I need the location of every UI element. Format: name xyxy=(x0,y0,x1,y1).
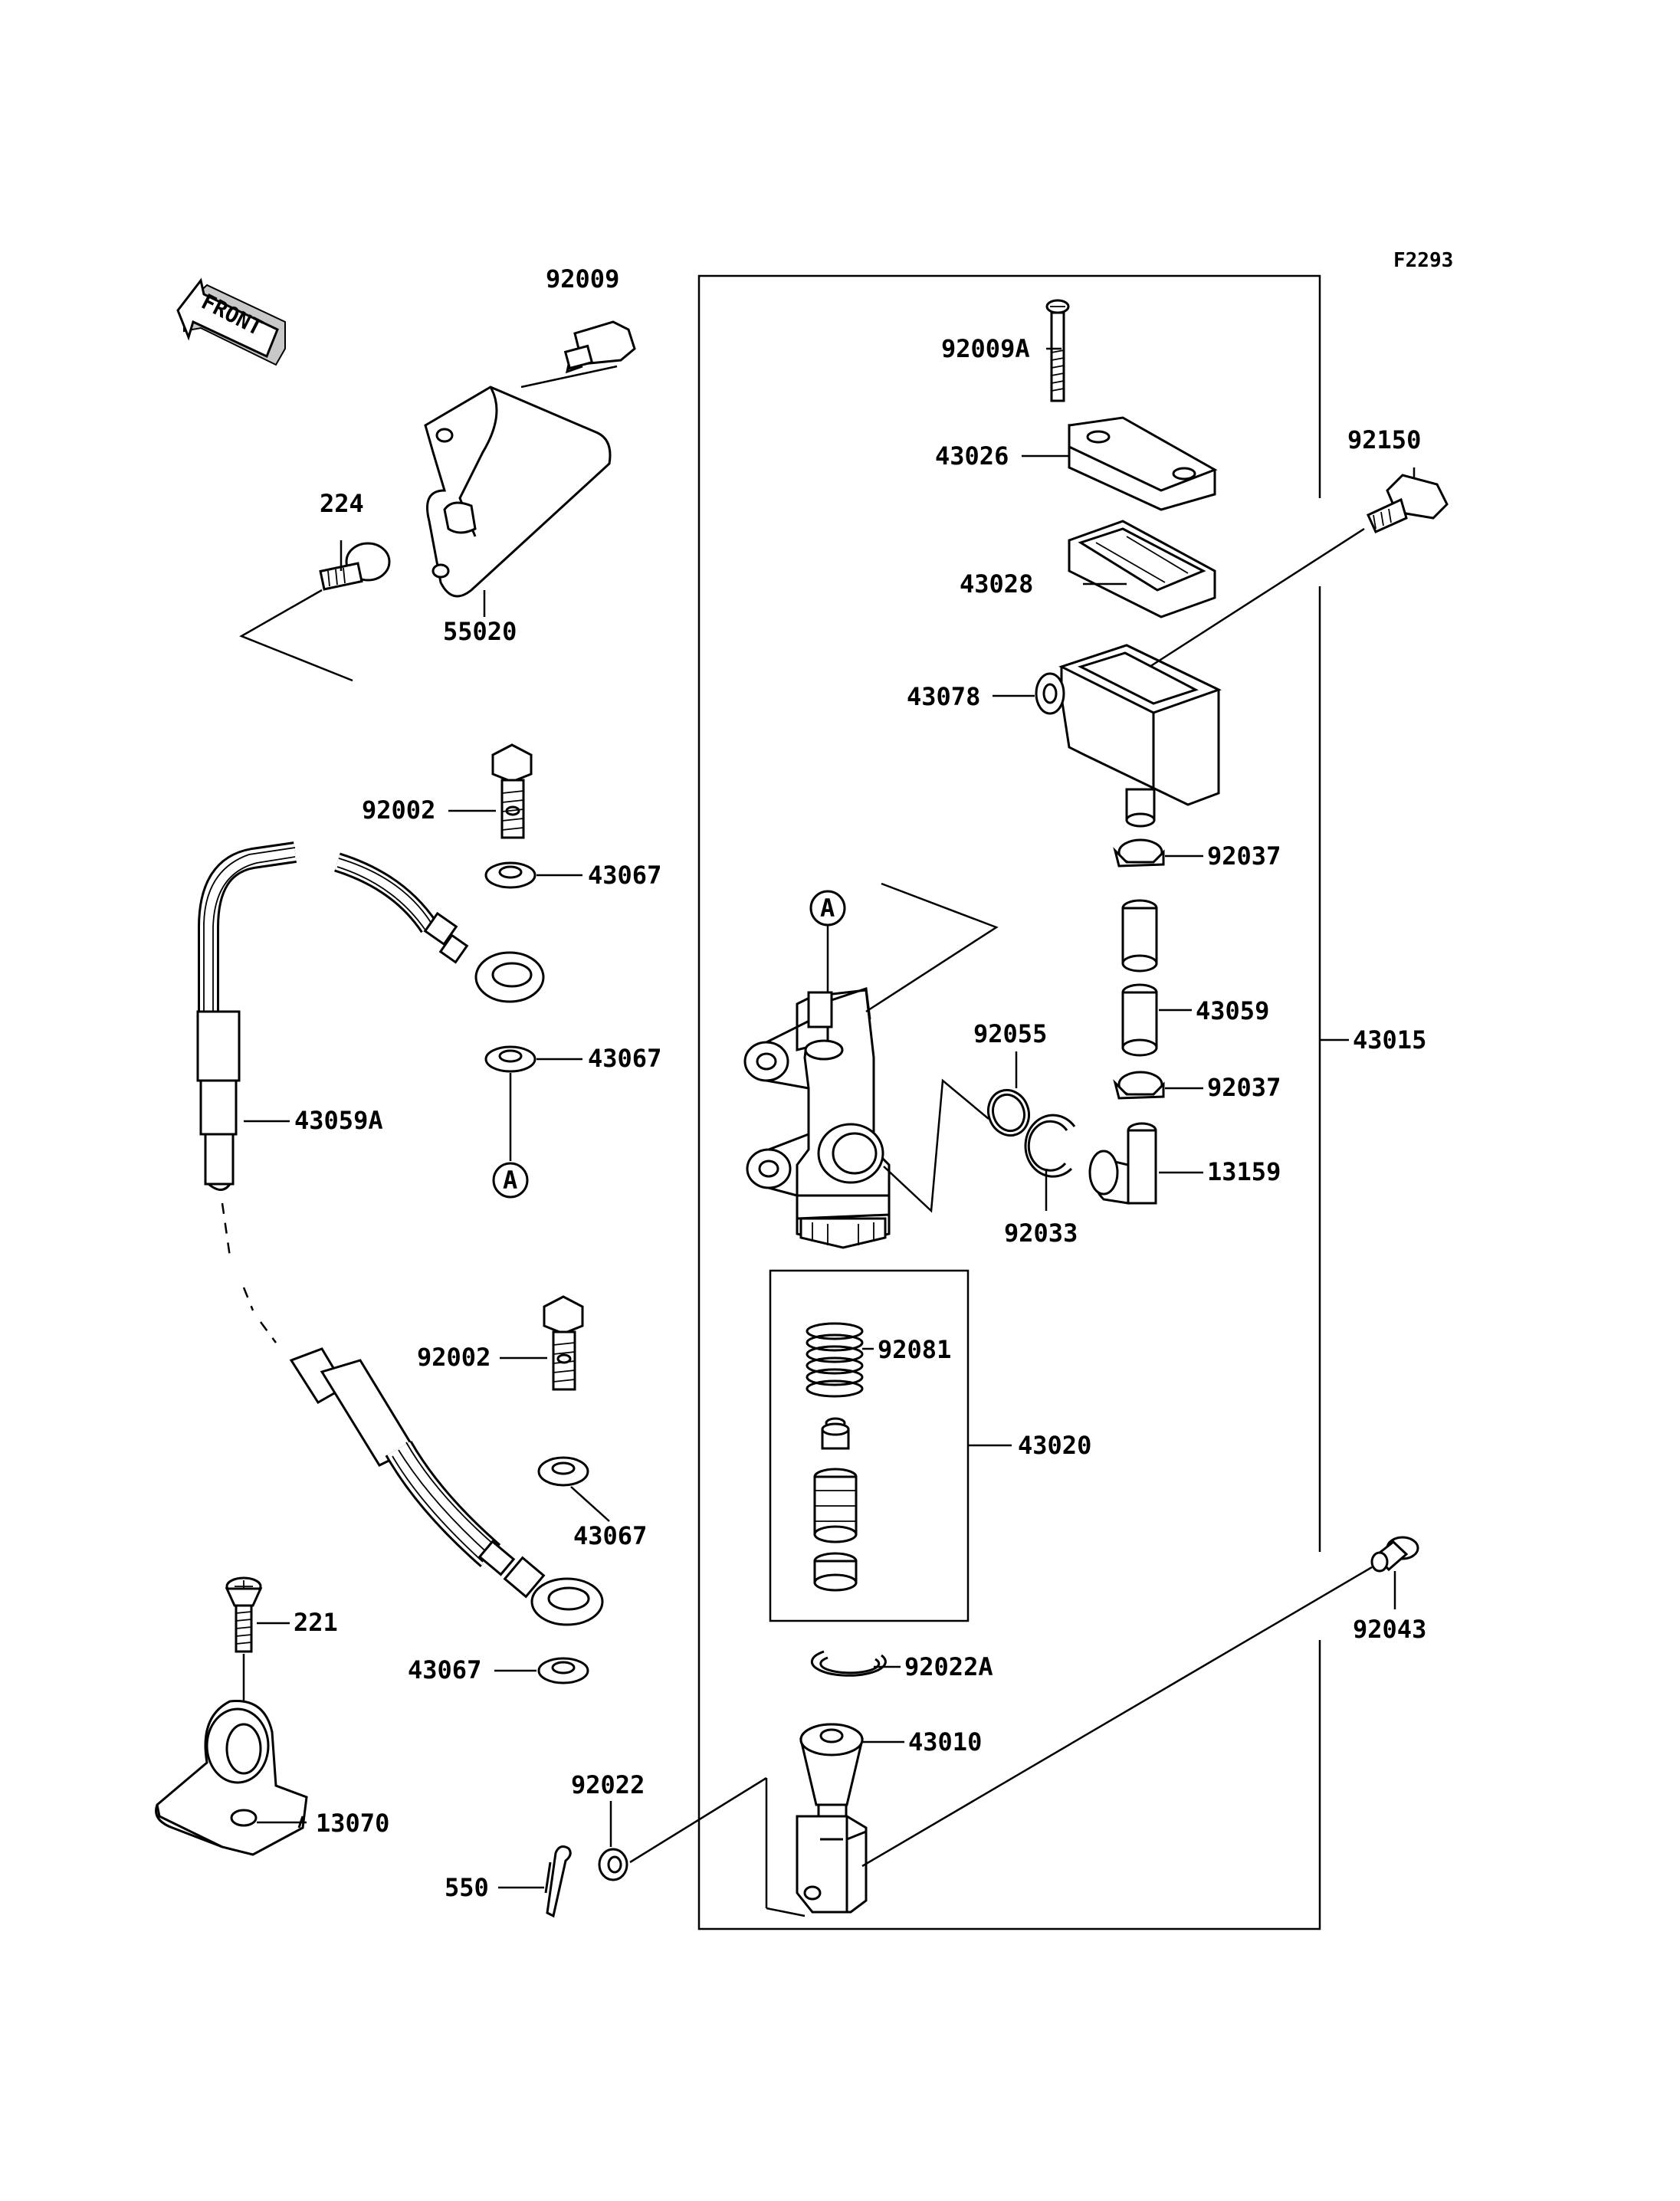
o-ring-92055 xyxy=(987,1088,1030,1137)
diaphragm-43028 xyxy=(1068,520,1216,618)
mount-13070 xyxy=(155,1700,308,1856)
circlip-92022A xyxy=(810,1650,887,1677)
tube-43059 xyxy=(1121,899,1158,1057)
label-92055: 92055 xyxy=(973,1019,1047,1048)
circlip-92033 xyxy=(1024,1114,1076,1178)
label-92009: 92009 xyxy=(546,264,619,294)
assembly-frame-43015 xyxy=(697,274,1349,1930)
label-92022A: 92022A xyxy=(904,1652,993,1681)
label-43010: 43010 xyxy=(908,1727,982,1757)
brake-hose-lower xyxy=(289,1347,604,1626)
subassembly-frame-43020 xyxy=(769,1269,970,1622)
clamp-92037-b xyxy=(1113,1071,1165,1100)
ref-a-circle-left xyxy=(492,1162,529,1199)
washer-43067-c xyxy=(537,1456,589,1487)
label-92033: 92033 xyxy=(1004,1219,1078,1248)
bolt-224 xyxy=(319,542,391,591)
label-43015: 43015 xyxy=(1353,1025,1426,1055)
label-92022: 92022 xyxy=(571,1770,645,1799)
pin-92043 xyxy=(1370,1536,1419,1573)
reservoir-43078 xyxy=(1035,644,1222,828)
label-43028: 43028 xyxy=(960,569,1033,599)
label-43067-b: 43067 xyxy=(588,1044,661,1073)
clamp-92037-a xyxy=(1113,838,1165,868)
pushrod-43010 xyxy=(796,1723,868,1914)
screw-92009A xyxy=(1045,299,1070,402)
label-224: 224 xyxy=(320,489,364,518)
cotter-pin-550 xyxy=(544,1845,572,1918)
bolt-92150 xyxy=(1367,474,1449,533)
label-92037-b: 92037 xyxy=(1207,1073,1281,1102)
bolt-92009 xyxy=(563,320,636,374)
brake-hose-43059A xyxy=(196,841,545,1191)
cap-43026 xyxy=(1068,416,1218,511)
label-221: 221 xyxy=(294,1608,338,1637)
ref-a-circle-right xyxy=(809,890,846,927)
washer-92022 xyxy=(598,1848,628,1881)
master-cylinder-body xyxy=(743,986,891,1249)
banjo-bolt-92002-top xyxy=(491,743,533,839)
label-43059: 43059 xyxy=(1196,996,1269,1025)
label-13070: 13070 xyxy=(316,1809,389,1838)
front-arrow-icon: FRONT xyxy=(176,277,286,366)
label-43026: 43026 xyxy=(935,441,1009,471)
label-43067-a: 43067 xyxy=(588,861,661,890)
piston-parts-43020 xyxy=(813,1417,858,1592)
label-92081: 92081 xyxy=(878,1335,951,1364)
ref-a-right: A xyxy=(820,894,835,923)
label-92002-top: 92002 xyxy=(362,795,435,825)
screw-221 xyxy=(225,1576,263,1653)
fitting-13159 xyxy=(1088,1122,1157,1205)
label-55020: 55020 xyxy=(443,617,517,646)
label-43059A: 43059A xyxy=(294,1106,383,1135)
ref-a-left: A xyxy=(503,1166,517,1195)
label-43078: 43078 xyxy=(907,682,980,711)
figure-code: F2293 xyxy=(1393,249,1453,272)
label-92037-a: 92037 xyxy=(1207,841,1281,871)
label-550: 550 xyxy=(445,1873,489,1902)
washer-43067-d xyxy=(537,1657,589,1684)
label-43067-c: 43067 xyxy=(573,1521,647,1550)
label-92009A: 92009A xyxy=(941,334,1030,363)
label-92002-bottom: 92002 xyxy=(417,1343,491,1372)
spring-92081 xyxy=(806,1322,864,1398)
label-92043: 92043 xyxy=(1353,1615,1426,1644)
label-92150: 92150 xyxy=(1347,425,1421,454)
label-43020: 43020 xyxy=(1018,1431,1091,1460)
banjo-bolt-92002-bottom xyxy=(543,1295,584,1391)
label-13159: 13159 xyxy=(1207,1157,1281,1186)
washer-43067-b xyxy=(484,1045,536,1073)
label-43067-d: 43067 xyxy=(408,1655,481,1684)
bracket-55020 xyxy=(424,385,612,598)
washer-43067-a xyxy=(484,861,536,889)
